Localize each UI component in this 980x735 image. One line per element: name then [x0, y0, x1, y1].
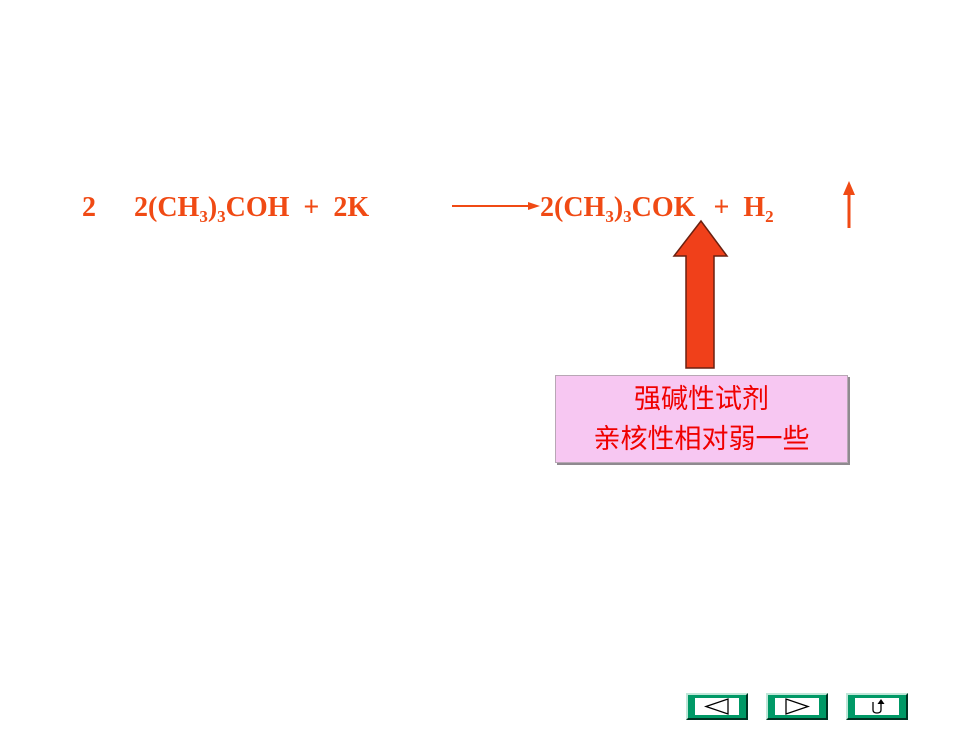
gas-evolution-arrow: [843, 181, 855, 228]
product-text-2: ): [613, 192, 624, 223]
pointer-arrow: [672, 219, 729, 369]
reactant-text-3: COH + 2K: [225, 192, 370, 223]
previous-button-face: [695, 698, 739, 715]
product-subscript-1: 3: [605, 207, 614, 226]
next-slide-button[interactable]: [766, 693, 828, 720]
product-subscript-2: 3: [623, 207, 632, 226]
product-text-4: + H: [713, 192, 766, 223]
reaction-arrow: [452, 202, 540, 210]
annotation-box: 强碱性试剂 亲核性相对弱一些: [555, 375, 848, 463]
annotation-line-2: 亲核性相对弱一些: [593, 424, 810, 455]
reactant-text-1: 2(CH: [134, 192, 200, 223]
products-formula: 2(CH3)3COK+ H2: [540, 188, 774, 228]
reactant-text-2: ): [207, 192, 218, 223]
triangle-left-icon: [703, 698, 729, 715]
reactant-subscript-1: 3: [199, 207, 208, 226]
step-number: 2: [82, 192, 96, 223]
reactant-subscript-2: 3: [217, 207, 226, 226]
product-text-1: 2(CH: [540, 192, 606, 223]
reactants-formula: 2(CH3)3COH + 2K: [134, 188, 369, 228]
next-button-face: [775, 698, 819, 715]
product-text-3: COK: [631, 192, 696, 223]
annotation-line-1: 强碱性试剂: [634, 384, 769, 415]
return-button-face: [855, 698, 899, 715]
return-button[interactable]: [846, 693, 908, 720]
return-arrow-icon: [872, 699, 885, 714]
product-subscript-3: 2: [765, 207, 774, 226]
previous-slide-button[interactable]: [686, 693, 748, 720]
triangle-right-icon: [785, 698, 811, 715]
